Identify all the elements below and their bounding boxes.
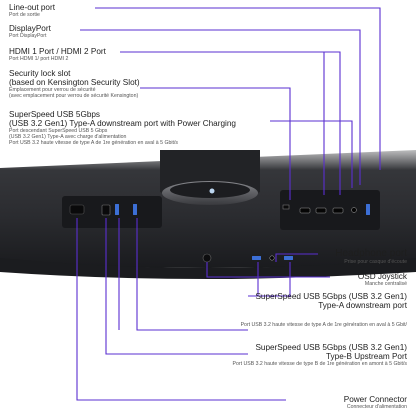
label-headphone: Headphone port Prise pour casque d'écout… [335, 248, 407, 265]
leader-usb-down-main [136, 218, 248, 331]
leader-hdmi-2 [324, 51, 341, 195]
headphone-sub: Prise pour casque d'écoute [344, 259, 407, 265]
security-sub-2: (avec emplacement pour verrou de sécurit… [9, 93, 139, 99]
leader-usb-charge [270, 120, 353, 188]
joystick-title: OSD Joystick [357, 272, 407, 281]
security-slot [282, 204, 290, 210]
headphone-jack [269, 255, 275, 261]
usb-up-title: SuperSpeed USB 5Gbps (USB 3.2 Gen1) [255, 343, 407, 352]
displayport-title: DisplayPort [9, 24, 51, 33]
usb-down-sub: Port USB 3.2 haute vitesse de type A de … [240, 322, 407, 328]
label-power: Power Connector Connecteur d'alimentatio… [344, 395, 407, 410]
label-security: Security lock slot (based on Kensington … [9, 69, 140, 99]
label-hdmi: HDMI 1 Port / HDMI 2 Port Port HDMI 1/ p… [9, 47, 106, 62]
leader-headphone [275, 253, 318, 262]
hdmi-title: HDMI 1 Port / HDMI 2 Port [9, 47, 106, 56]
leader-security [140, 87, 291, 200]
monitor-housing [0, 150, 416, 268]
joystick-sub: Manche centralisé [364, 281, 407, 287]
usb-down-title: SuperSpeed USB 5Gbps (USB 3.2 Gen1) [255, 292, 407, 301]
line-out-sub: Port de sortie [9, 12, 40, 18]
leader-lines [76, 7, 381, 401]
security-sub-1: Emplacement pour verrou de sécurité [9, 87, 96, 93]
leader-joystick [206, 262, 330, 278]
usb-down-title-2: Type-A downstream port [318, 301, 407, 310]
leader-usb-up [105, 218, 248, 355]
hdmi-sub: Port HDMI 1/ port HDMI 2 [9, 56, 69, 62]
leader-power [76, 218, 286, 401]
security-title: Security lock slot [9, 69, 71, 78]
label-displayport: DisplayPort Port DisplayPort [9, 24, 51, 39]
leader-line-out [95, 7, 381, 170]
osd-joystick [202, 253, 212, 263]
line-out-title: Line-out port [9, 3, 55, 12]
usb-a-bottom-2 [284, 256, 293, 260]
power-title: Power Connector [343, 395, 407, 404]
usb-up-sub: Port USB 3.2 haute vitesse de type B de … [232, 361, 407, 367]
usb-a-down-port-2 [133, 204, 137, 215]
hdmi-port-2 [315, 207, 327, 214]
usb-charge-title: SuperSpeed USB 5Gbps [9, 110, 101, 119]
right-io-bay [280, 190, 380, 230]
line-out-jack [351, 207, 357, 213]
label-joystick: OSD Joystick Manche centralisé [358, 272, 407, 287]
logo-dot [209, 188, 215, 194]
displayport-sub: Port DisplayPort [9, 33, 47, 39]
headphone-title: Headphone port [335, 248, 407, 259]
label-line-out: Line-out port Port de sortie [9, 3, 55, 18]
displayport [332, 207, 344, 214]
leader-displayport [80, 29, 361, 185]
label-usb-down-charge: SuperSpeed USB 5Gbps (USB 3.2 Gen1) Type… [9, 110, 236, 146]
usb-charge-sub-1: Port descendant SuperSpeed USB 5 Gbps [9, 128, 108, 134]
power-port [69, 204, 85, 215]
usb-up-title-2: Type-B Upstream Port [326, 352, 407, 361]
usb-a-charge-port [366, 204, 370, 215]
usb-b-port [101, 204, 111, 216]
label-usb-down: SuperSpeed USB 5Gbps (USB 3.2 Gen1) Type… [241, 292, 407, 328]
security-title-2: (based on Kensington Security Slot) [9, 78, 140, 87]
usb-charge-title-2: (USB 3.2 Gen1) Type-A downstream port wi… [9, 119, 236, 128]
usb-a-bottom-1 [252, 256, 261, 260]
label-usb-up: SuperSpeed USB 5Gbps (USB 3.2 Gen1) Type… [233, 343, 407, 367]
housing-bottom-edge [0, 258, 416, 279]
power-sub: Connecteur d'alimentation [346, 404, 407, 410]
usb-a-down-port [115, 204, 119, 215]
leader-usb-down-1 [248, 262, 291, 297]
usb-charge-sub-2: (USB 3.2 Gen1) Type-A avec charge d'alim… [9, 134, 127, 140]
hdmi-port-1 [299, 207, 311, 214]
usb-charge-sub-3: Port USB 3.2 haute vitesse de type A de … [9, 140, 178, 146]
